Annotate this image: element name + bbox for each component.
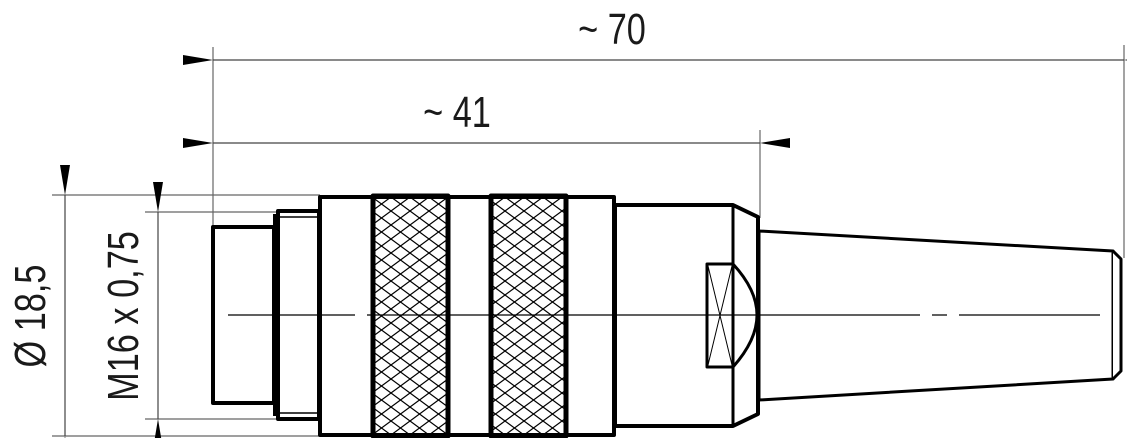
knurl-band-2 [488, 193, 569, 438]
dim-text-front-length: ~ 41 [423, 88, 491, 137]
coupling-nut [318, 195, 616, 437]
dim-text-overall-length: ~ 70 [578, 5, 646, 54]
dim-text-thread: M16 x 0,75 [99, 231, 148, 401]
connector-body [211, 193, 1123, 438]
dim-text-outer-diameter: Ø 18,5 [6, 265, 55, 368]
knurl-band-1 [370, 193, 451, 438]
extension-lines [52, 45, 1125, 437]
cable-end [1111, 249, 1123, 381]
